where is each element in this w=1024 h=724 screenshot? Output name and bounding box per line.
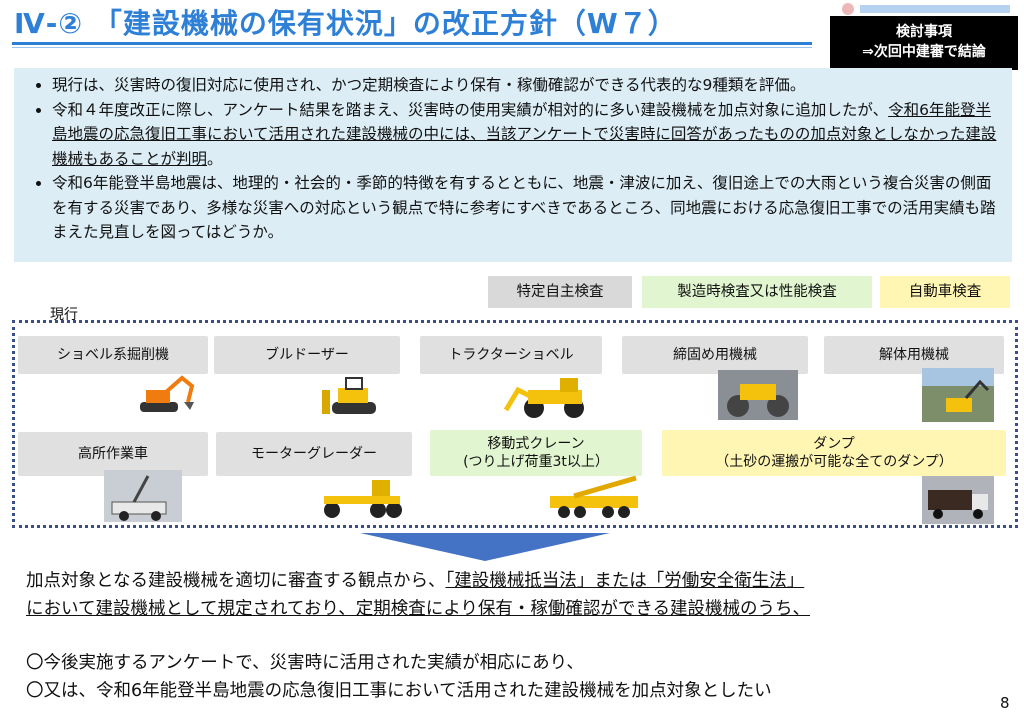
page-title: Ⅳ-② 「建設機械の保有状況」の改正方針（W７） <box>14 7 677 40</box>
title-underline <box>12 42 812 45</box>
excavator-icon <box>140 375 195 412</box>
summary-bullet-1: 現行は、災害時の復旧対応に使用され、かつ定期検査により保有・稼働確認ができる代表… <box>52 73 1002 98</box>
aerial-work-truck-icon <box>104 470 182 522</box>
page-number: 8 <box>1000 694 1010 712</box>
machine-dump: ダンプ（土砂の運搬が可能な全てのダンプ） <box>662 430 1006 476</box>
dump-truck-icon <box>922 476 994 524</box>
status-badge: 検討事項 ⇒次回中建審で結論 <box>830 16 1018 70</box>
machine-demolition: 解体用機械 <box>824 336 1004 374</box>
down-arrow-icon <box>360 533 610 561</box>
demolition-icon <box>922 368 994 422</box>
bulldozer-icon <box>322 377 376 414</box>
mobile-crane-icon <box>550 475 638 518</box>
machine-tractor-shovel: トラクターショベル <box>420 336 602 374</box>
summary-underlined: 令和6年能登半島地震の応急復旧工事において活用された建設機械の中には、当該アンケ… <box>52 100 997 168</box>
title-underline-thin <box>12 47 812 48</box>
conclusion-line-2: において建設機械として規定されており、定期検査により保有・稼働確認ができる建設機… <box>26 599 810 619</box>
tractor-shovel-icon <box>503 378 584 418</box>
logo-icon <box>842 3 1010 15</box>
legend-manufacture-inspection: 製造時検査又は性能検査 <box>642 276 872 308</box>
current-machines-frame <box>12 320 1018 528</box>
conclusion-condition-1: 〇今後実施するアンケートで、災害時に活用された実績が相応にあり、 <box>26 653 584 673</box>
conclusion-line-1: 加点対象となる建設機械を適切に審査する観点から、「建設機械抵当法」または「労働安… <box>26 571 805 591</box>
machine-aerial-work: 高所作業車 <box>18 432 208 476</box>
summary-bullet-2: 令和４年度改正に際し、アンケート結果を踏まえ、災害時の使用実績が相対的に多い建設… <box>52 98 1002 172</box>
badge-line2: ⇒次回中建審で結論 <box>862 44 986 60</box>
summary-bullet-3: 令和6年能登半島地震は、地理的・社会的・季節的特徴を有するとともに、地震・津波に… <box>52 171 1002 245</box>
machine-compactor: 締固め用機械 <box>622 336 808 374</box>
current-label: 現行 <box>50 307 78 323</box>
motor-grader-icon <box>324 480 402 518</box>
legend-vehicle-inspection: 自動車検査 <box>880 276 1010 308</box>
conclusion-condition-2: 〇又は、令和6年能登半島地震の応急復旧工事において活用された建設機械を加点対象と… <box>26 681 772 701</box>
compactor-icon <box>718 370 798 420</box>
machine-excavator: ショベル系掘削機 <box>18 336 208 374</box>
machine-mobile-crane: 移動式クレーン(つり上げ荷重3t以上） <box>430 430 642 476</box>
legend-specific-inspection: 特定自主検査 <box>488 276 632 308</box>
machine-bulldozer: ブルドーザー <box>214 336 400 374</box>
badge-line1: 検討事項 <box>896 24 952 40</box>
machine-motor-grader: モーターグレーダー <box>216 432 412 476</box>
summary-box: 現行は、災害時の復旧対応に使用され、かつ定期検査により保有・稼働確認ができる代表… <box>14 68 1012 262</box>
